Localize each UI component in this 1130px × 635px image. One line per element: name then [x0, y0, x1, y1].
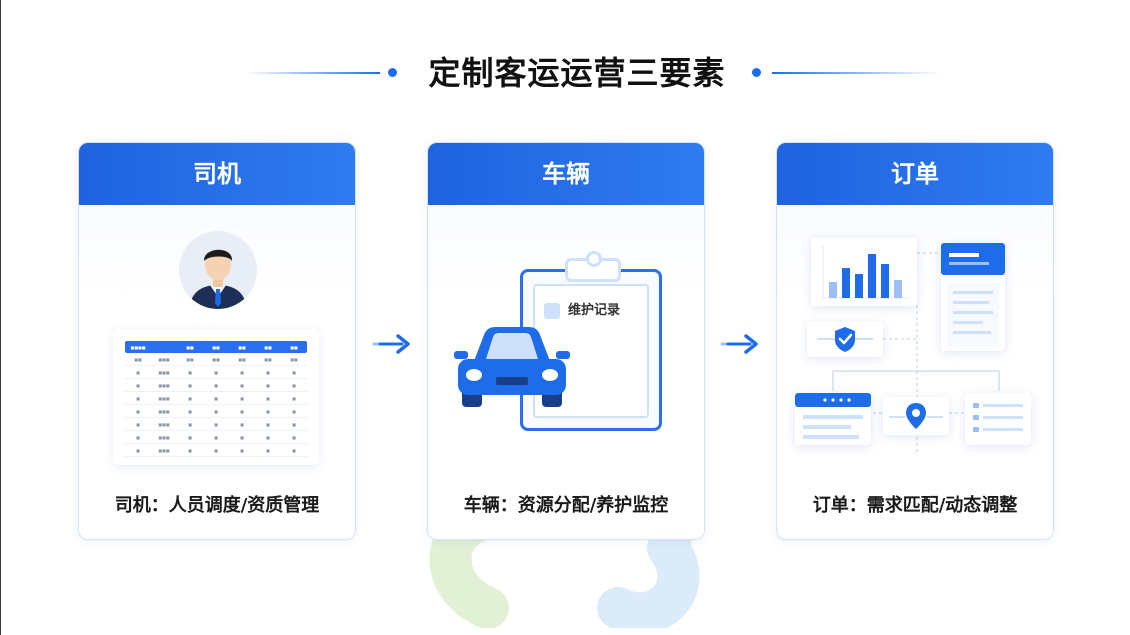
order-card: 订单 [776, 142, 1054, 540]
document-icon [941, 243, 1005, 351]
arrow-right-icon [372, 334, 410, 354]
arrow-right-icon [720, 334, 758, 354]
title-row: 定制客运运营三要素 [0, 48, 1130, 98]
driver-card-caption: 司机：人员调度/资质管理 [114, 495, 320, 516]
list-icon [965, 393, 1031, 445]
driver-card: 司机 ■■■■■■■■■■■■■■ ■■■■■■■■■■■■■■■ ■■■■■■… [78, 142, 356, 540]
order-illustration [832, 252, 1000, 455]
driver-avatar-icon [179, 231, 257, 309]
page-title: 定制客运运营三要素 [428, 54, 726, 92]
left-border [0, 0, 1, 635]
car-icon [454, 327, 570, 407]
bar-chart-icon [811, 238, 917, 306]
title-dot-right [752, 68, 761, 77]
title-line-left [245, 72, 380, 74]
check-badge-icon [807, 321, 883, 357]
list-panel-icon [795, 393, 871, 445]
maintenance-record-label: 维护记录 [568, 303, 621, 318]
driver-card-header: 司机 [79, 143, 355, 205]
vehicle-card-header: 车辆 [428, 143, 704, 205]
schedule-table-icon: ■■■■■■■■■■■■■■ ■■■■■■■■■■■■■■■ ■■■■■■■■■… [113, 329, 319, 465]
checkbox-icon [544, 303, 560, 319]
order-card-caption: 订单：需求匹配/动态调整 [812, 495, 1018, 516]
vehicle-card-caption: 车辆：资源分配/养护监控 [463, 495, 669, 516]
title-dot-left [388, 68, 397, 77]
vehicle-card: 车辆 维护记录 车辆：资源分配/养护监控 [427, 142, 705, 540]
location-pin-icon [883, 397, 949, 435]
title-line-right [772, 72, 942, 74]
order-card-header: 订单 [777, 143, 1053, 205]
